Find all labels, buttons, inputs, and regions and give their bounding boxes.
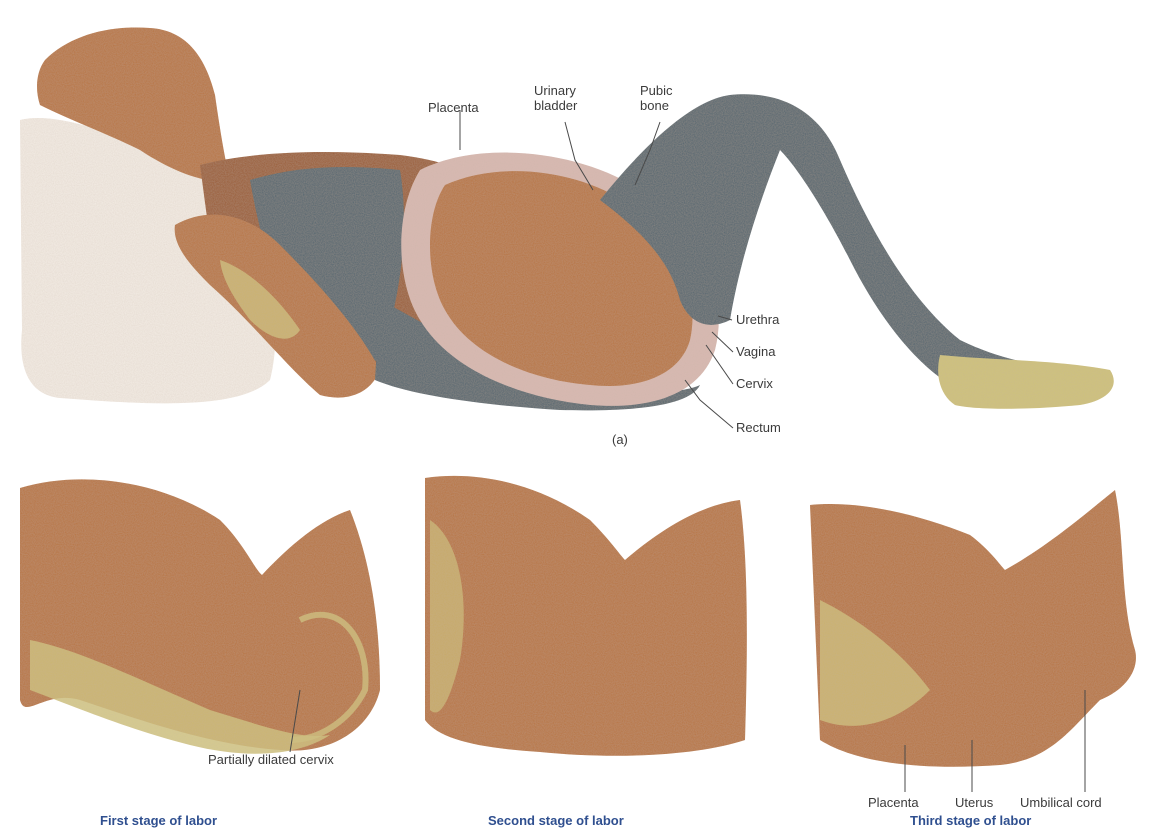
label-umbilical-cord: Umbilical cord [1020, 795, 1102, 810]
label-placenta: Placenta [428, 100, 479, 115]
second-stage-body [425, 476, 747, 756]
caption-first-stage: First stage of labor [100, 813, 217, 828]
first-stage-figure [20, 479, 380, 753]
label-bone: bone [640, 98, 669, 113]
label-bladder: bladder [534, 98, 577, 113]
panel-a-part-label: (a) [612, 432, 628, 447]
label-urinary: Urinary [534, 83, 576, 98]
third-stage-figure [810, 490, 1136, 767]
label-partially-dilated-cervix: Partially dilated cervix [208, 752, 334, 767]
second-stage-figure [425, 476, 747, 756]
label-vagina: Vagina [736, 344, 776, 359]
leader-rectum [685, 380, 733, 428]
label-urethra: Urethra [736, 312, 779, 327]
label-uterus-third: Uterus [955, 795, 993, 810]
leader-cervix [706, 345, 733, 384]
foot [938, 355, 1114, 409]
caption-second-stage: Second stage of labor [488, 813, 624, 828]
caption-third-stage: Third stage of labor [910, 813, 1031, 828]
label-cervix: Cervix [736, 376, 773, 391]
label-placenta-third: Placenta [868, 795, 919, 810]
label-pubic: Pubic [640, 83, 673, 98]
label-rectum: Rectum [736, 420, 781, 435]
